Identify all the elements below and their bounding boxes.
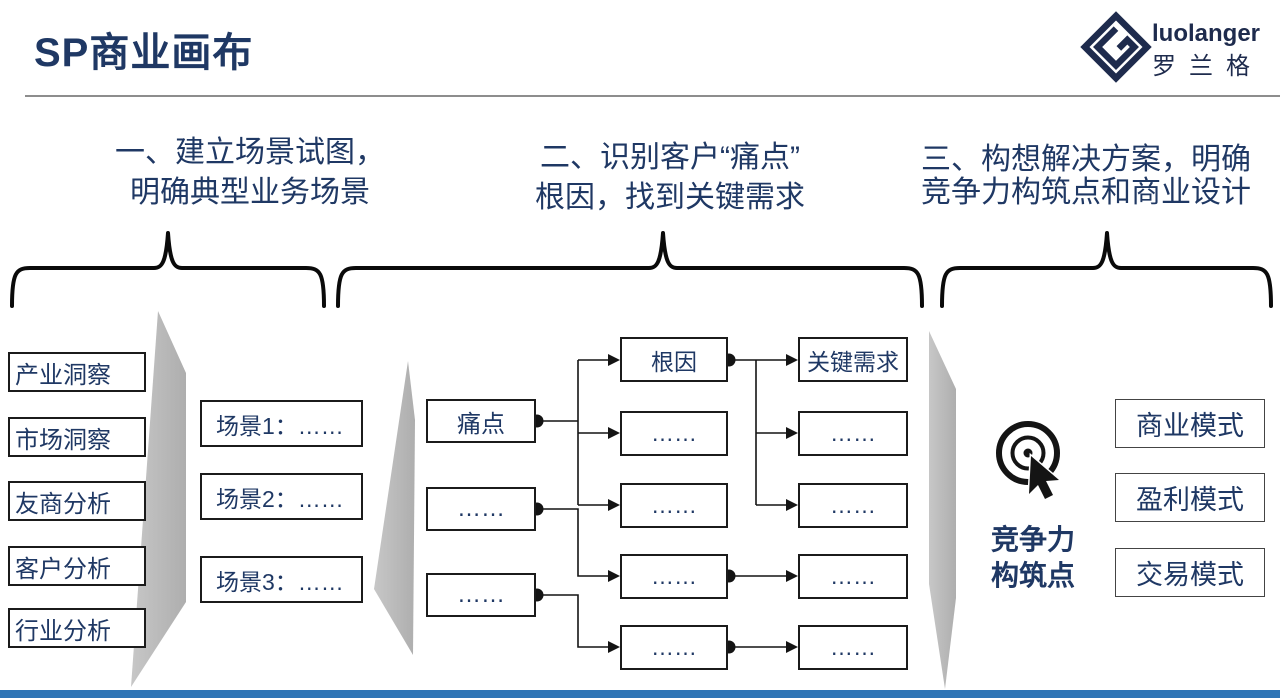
ribbon-divider-1 bbox=[131, 311, 186, 687]
business-model-box-1: 商业模式 bbox=[1115, 399, 1265, 448]
brace-step-3 bbox=[940, 231, 1273, 308]
page-title: SP商业画布 bbox=[34, 31, 254, 75]
competitiveness-line-1: 竞争力 bbox=[990, 524, 1075, 555]
connector-arrowheads bbox=[608, 354, 798, 653]
analysis-input-box-1: 产业洞察 bbox=[8, 352, 146, 392]
root-cause-box-3: …… bbox=[620, 483, 728, 528]
logo-brand-text: luolanger bbox=[1152, 20, 1261, 47]
step-3-line-1: 三、构想解决方案，明确 bbox=[921, 143, 1251, 176]
pain-point-box-1: 痛点 bbox=[426, 399, 536, 443]
key-need-box-3: …… bbox=[798, 483, 908, 528]
business-model-box-3: 交易模式 bbox=[1115, 548, 1265, 597]
root-cause-box-5: …… bbox=[620, 625, 728, 670]
business-model-box-2: 盈利模式 bbox=[1115, 473, 1265, 522]
analysis-input-box-5: 行业分析 bbox=[8, 608, 146, 648]
scenario-box-3: 场景3：…… bbox=[200, 556, 363, 603]
step-2-line-1: 二、识别客户“痛点” bbox=[540, 141, 800, 174]
diamond-g-logo-icon bbox=[1080, 11, 1152, 83]
analysis-input-box-3: 友商分析 bbox=[8, 481, 146, 521]
pain-point-box-2: …… bbox=[426, 487, 536, 531]
connector-lines bbox=[537, 359, 786, 648]
step-1-line-2: 明确典型业务场景 bbox=[130, 176, 370, 209]
header-divider bbox=[25, 95, 1280, 97]
competitiveness-line-2: 构筑点 bbox=[990, 560, 1075, 591]
step-2-heading: 二、识别客户“痛点” 根因，找到关键需求 bbox=[468, 138, 872, 218]
step-1-heading: 一、建立场景试图， 明确典型业务场景 bbox=[58, 133, 442, 213]
root-cause-box-4: …… bbox=[620, 554, 728, 599]
root-cause-box-1: 根因 bbox=[620, 337, 728, 382]
analysis-input-box-2: 市场洞察 bbox=[8, 417, 146, 457]
ribbon-divider-2 bbox=[374, 361, 415, 655]
key-need-box-2: …… bbox=[798, 411, 908, 456]
target-with-cursor-icon bbox=[996, 421, 1063, 502]
company-logo bbox=[1080, 11, 1152, 83]
key-need-box-5: …… bbox=[798, 625, 908, 670]
brace-step-2 bbox=[336, 231, 924, 308]
competitiveness-label: 竞争力 构筑点 bbox=[968, 522, 1098, 594]
key-need-box-4: …… bbox=[798, 554, 908, 599]
bottom-accent-bar bbox=[0, 690, 1280, 698]
pain-point-box-3: …… bbox=[426, 573, 536, 617]
logo-brand-text-cn: 罗兰格 bbox=[1152, 53, 1263, 80]
key-need-box-1: 关键需求 bbox=[798, 337, 908, 382]
scenario-box-1: 场景1：…… bbox=[200, 400, 363, 447]
step-3-line-2: 竞争力构筑点和商业设计 bbox=[921, 176, 1251, 209]
step-3-heading: 三、构想解决方案，明确 竞争力构筑点和商业设计 bbox=[892, 143, 1280, 209]
analysis-input-box-4: 客户分析 bbox=[8, 546, 146, 586]
step-1-line-1: 一、建立场景试图， bbox=[115, 136, 385, 169]
root-cause-box-2: …… bbox=[620, 411, 728, 456]
ribbon-divider-3 bbox=[929, 331, 956, 689]
step-2-line-2: 根因，找到关键需求 bbox=[535, 181, 805, 214]
brace-step-1 bbox=[10, 231, 326, 308]
scenario-box-2: 场景2：…… bbox=[200, 473, 363, 520]
